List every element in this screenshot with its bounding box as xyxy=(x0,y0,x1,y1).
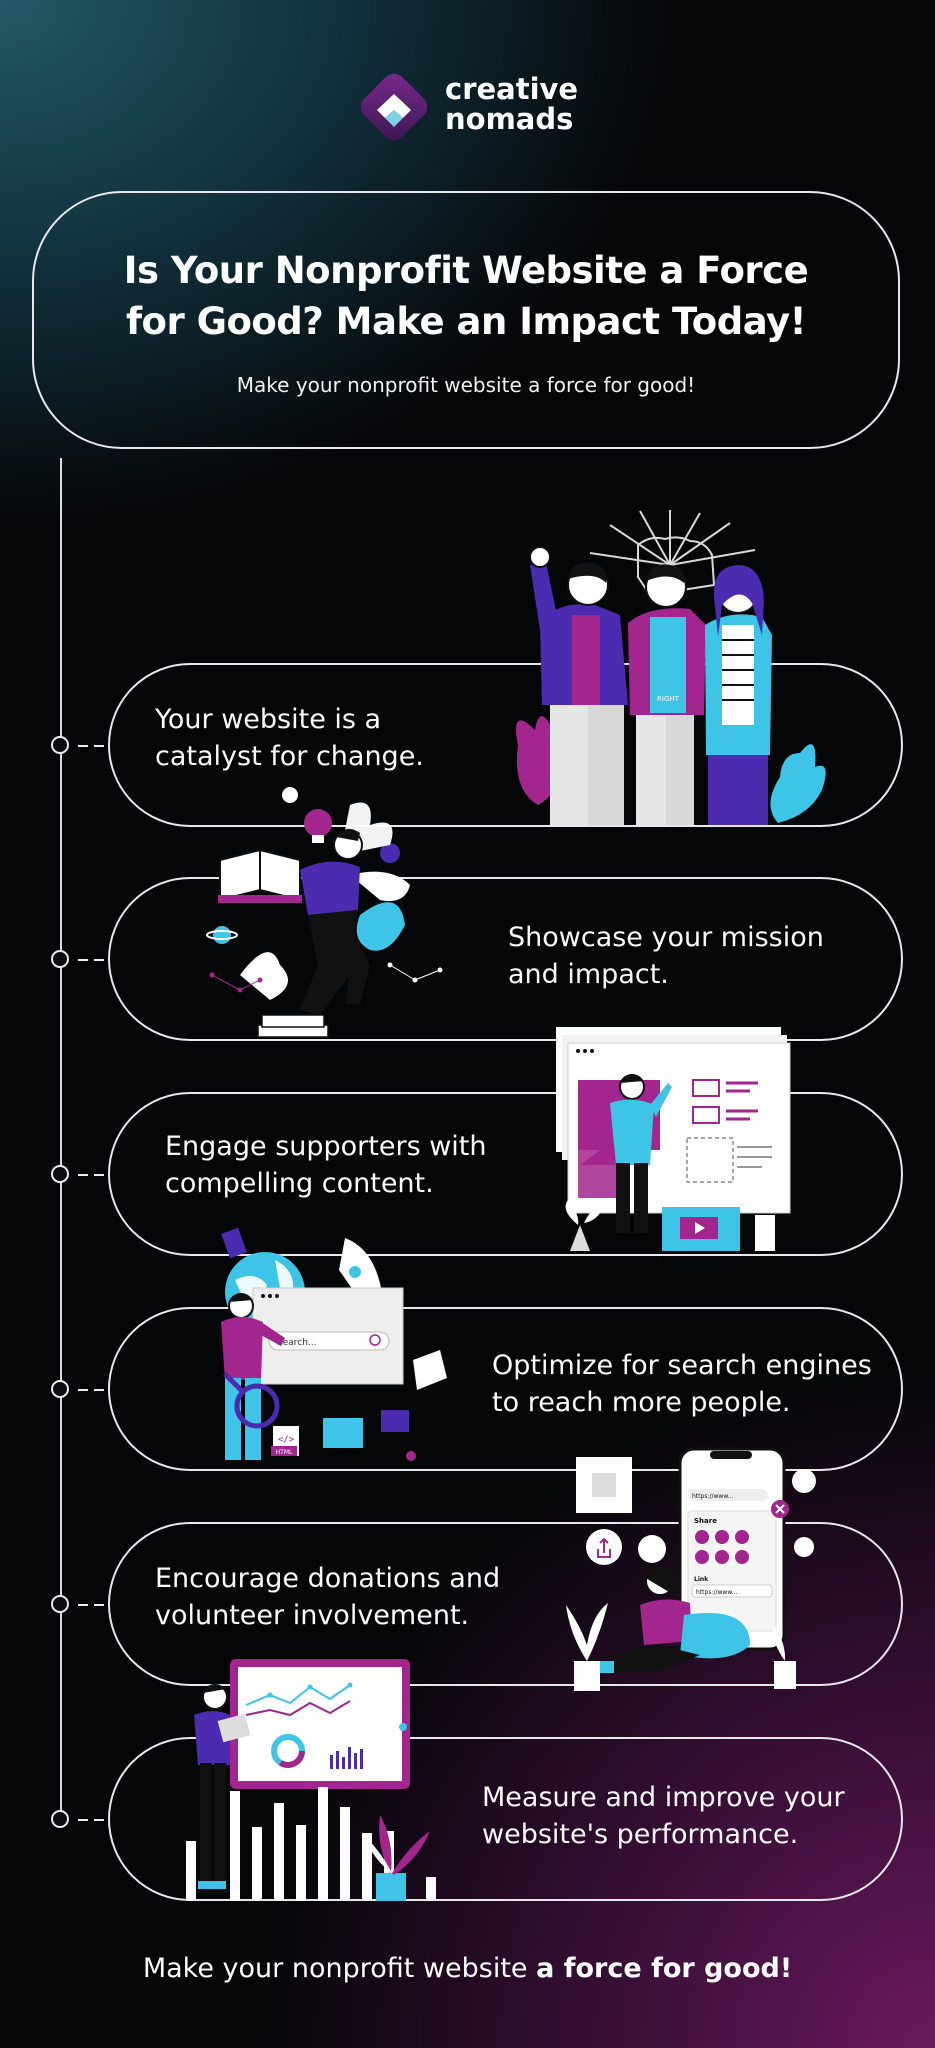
folder-icon xyxy=(323,1418,363,1448)
step-card-4: Optimize for search engines to reach mor… xyxy=(108,1307,903,1471)
timeline-dash xyxy=(78,1389,88,1391)
timeline-node xyxy=(51,950,69,968)
content-board-illustration xyxy=(556,1027,791,1251)
line-chart-points xyxy=(267,1682,353,1698)
step-3-text: Engage supporters with compelling conten… xyxy=(165,1131,487,1199)
timeline-dash xyxy=(78,1174,88,1176)
footer-tagline: Make your nonprofit website a force for … xyxy=(0,1953,935,1984)
link-url-text: https://www... xyxy=(696,1589,737,1596)
line-chart-series-2 xyxy=(245,1700,351,1717)
step-card-1: Your website is a catalyst for change. xyxy=(108,663,903,827)
hero-card: Is Your Nonprofit Website a Force for Go… xyxy=(32,191,900,449)
analytics-illustration xyxy=(186,1659,436,1901)
document-icon xyxy=(413,1350,447,1390)
brand-logo: creative nomads xyxy=(355,68,585,148)
brand-line2: nomads xyxy=(445,102,574,136)
shirt-text: RIGHT xyxy=(657,695,680,703)
step-4-text: Optimize for search engines to reach mor… xyxy=(492,1350,872,1418)
timeline-dash xyxy=(78,745,88,747)
step-6-text: Measure and improve your website's perfo… xyxy=(482,1782,845,1850)
timeline-node xyxy=(51,1595,69,1613)
facebook-icon xyxy=(715,1530,729,1544)
hero-title: Is Your Nonprofit Website a Force for Go… xyxy=(123,249,809,343)
leaf-cyan-icon xyxy=(770,744,826,823)
donations-illustration: https://www... Share Link https://www... xyxy=(566,1447,816,1691)
step-card-2: Showcase your mission and impact. xyxy=(108,877,903,1041)
code-tag-text: </> xyxy=(278,1435,295,1445)
timeline-dash xyxy=(94,1819,104,1821)
search-icon xyxy=(369,1334,381,1346)
timeline-dash xyxy=(78,1604,88,1606)
timeline-node xyxy=(51,1380,69,1398)
footer-bold-text: a force for good! xyxy=(536,1953,793,1984)
timeline-dash xyxy=(94,1389,104,1391)
link-label: Link xyxy=(694,1576,709,1583)
line-chart-series-1 xyxy=(245,1684,351,1706)
floating-ideas-illustration xyxy=(206,787,443,1038)
magnifier-icon xyxy=(234,1383,280,1429)
timeline-dash xyxy=(78,959,88,961)
step-card-3: Engage supporters with compelling conten… xyxy=(108,1092,903,1256)
brand-line1: creative xyxy=(445,72,579,106)
twitter-icon xyxy=(695,1530,709,1544)
timeline-dash xyxy=(78,1819,88,1821)
html-label-text: HTML xyxy=(276,1449,293,1456)
step-1-text: Your website is a catalyst for change. xyxy=(155,704,424,772)
search-box-text: Search... xyxy=(277,1338,317,1348)
share-label: Share xyxy=(694,1517,717,1525)
instagram-icon xyxy=(695,1550,709,1564)
timeline-node xyxy=(51,1165,69,1183)
lightbulb-icon xyxy=(304,809,332,837)
step-5-text: Encourage donations and volunteer involv… xyxy=(155,1563,501,1631)
planet-icon xyxy=(380,843,400,863)
timeline-node xyxy=(51,1810,69,1828)
step-card-6: Measure and improve your website's perfo… xyxy=(108,1737,903,1901)
timeline-line xyxy=(60,458,62,1818)
timeline-dash xyxy=(94,745,104,747)
timeline-dash xyxy=(94,959,104,961)
email-icon xyxy=(735,1550,749,1564)
plant-pot-icon xyxy=(376,1873,406,1901)
hero-subtitle: Make your nonprofit website a force for … xyxy=(236,373,696,397)
phone-url-text: https://www... xyxy=(692,1493,733,1500)
footer-normal-text: Make your nonprofit website xyxy=(142,1953,537,1984)
timeline-node xyxy=(51,736,69,754)
step-card-5: Encourage donations and volunteer involv… xyxy=(108,1522,903,1686)
whatsapp-icon xyxy=(735,1530,749,1544)
mini-bar-chart xyxy=(330,1747,363,1769)
step-2-text: Showcase your mission and impact. xyxy=(508,922,824,990)
activists-illustration: RIGHT xyxy=(516,510,826,825)
seo-illustration: Search... </> HTML xyxy=(221,1227,447,1461)
raised-fist-outline-icon xyxy=(637,536,716,597)
timeline-dash xyxy=(94,1604,104,1606)
timeline-dash xyxy=(94,1174,104,1176)
play-icon xyxy=(695,1222,705,1234)
logo-mark-icon xyxy=(360,73,428,141)
open-book-icon xyxy=(219,848,261,902)
telegram-icon xyxy=(715,1550,729,1564)
